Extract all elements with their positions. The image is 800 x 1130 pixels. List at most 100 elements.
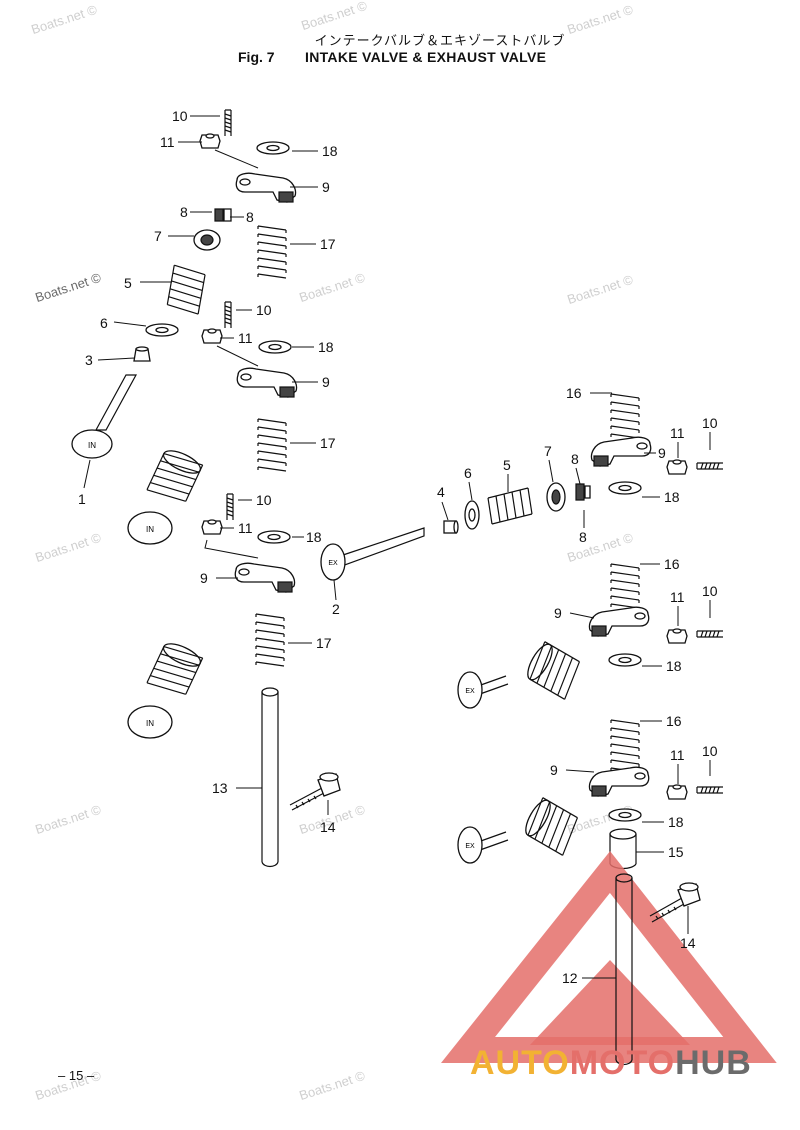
valve-spring (255, 609, 285, 671)
callout-10: 10 (256, 492, 272, 508)
callout-17: 17 (320, 236, 336, 252)
valve-stamp: EX (465, 843, 475, 850)
push-rod (615, 873, 633, 1066)
callout-10: 10 (702, 743, 718, 759)
leader-lines (83, 115, 711, 979)
callout-3: 3 (85, 352, 93, 368)
callout-14: 14 (680, 935, 696, 951)
stud-bolt (224, 109, 232, 137)
callout-labels: 10 11 18 9 8 8 7 17 5 6 3 1 10 11 18 9 1… (78, 108, 718, 986)
callout-5: 5 (503, 457, 511, 473)
exhaust-valve-head (320, 543, 346, 581)
rocker-arm (235, 172, 297, 203)
washer (608, 481, 642, 495)
valve-spring (257, 414, 287, 476)
title-japanese: インテークバルブ＆エキゾーストバルブ (314, 34, 566, 49)
stud-bolt (224, 301, 232, 329)
intake-spring-assembly (146, 638, 205, 701)
valve-stamp: IN (88, 441, 96, 450)
washer (258, 340, 292, 354)
callout-8: 8 (180, 204, 188, 220)
intake-valve-head (127, 705, 173, 739)
logo-part-hub: HUB (675, 1044, 752, 1082)
automotohub-logo: AUTOMOTOHUB (470, 1044, 752, 1083)
callout-18: 18 (318, 339, 334, 355)
callout-9: 9 (200, 570, 208, 586)
exhaust-valve-head (457, 826, 483, 864)
valve-spring (166, 264, 206, 315)
flange-bolt (649, 882, 701, 923)
stud-bolt (696, 462, 724, 470)
callout-10: 10 (702, 583, 718, 599)
callout-18: 18 (666, 658, 682, 674)
callout-8: 8 (246, 209, 254, 225)
callout-16: 16 (664, 556, 680, 572)
adjusting-nut (199, 133, 221, 149)
valve-lifter (609, 828, 637, 870)
figure-number: Fig. 7 (238, 49, 275, 65)
washer (256, 141, 290, 155)
adjusting-nut (666, 784, 688, 800)
valve-stamp: EX (328, 560, 338, 567)
callout-17: 17 (316, 635, 332, 651)
valve-stem (94, 374, 138, 431)
washer (257, 530, 291, 544)
logo-part-moto: MOTO (569, 1044, 676, 1082)
rocker-arm (590, 436, 652, 467)
valve-collet (575, 483, 591, 501)
callout-14: 14 (320, 819, 336, 835)
callout-10: 10 (172, 108, 188, 124)
callout-7: 7 (154, 228, 162, 244)
callout-9: 9 (550, 762, 558, 778)
adjusting-nut (201, 328, 223, 344)
valve-stem (339, 527, 425, 567)
callout-11: 11 (670, 747, 685, 763)
valve-stamp: IN (146, 525, 154, 534)
callout-9: 9 (322, 374, 330, 390)
callout-9: 9 (554, 605, 562, 621)
callout-9: 9 (322, 179, 330, 195)
intake-spring-assembly (146, 445, 205, 508)
intake-valve-head (71, 429, 113, 459)
valve-spring (487, 487, 533, 525)
valve-stamp: EX (465, 688, 475, 695)
callout-18: 18 (664, 489, 680, 505)
page-number: – 15 – (58, 1068, 95, 1083)
callout-18: 18 (668, 814, 684, 830)
adjusting-nut (666, 628, 688, 644)
callout-11: 11 (670, 425, 685, 441)
callout-10: 10 (702, 415, 718, 431)
page-title: INTAKE VALVE & EXHAUST VALVE (305, 49, 547, 65)
callout-11: 11 (670, 589, 685, 605)
exhaust-spring-assembly (520, 796, 584, 856)
callout-11: 11 (160, 134, 175, 150)
callout-11: 11 (238, 330, 253, 346)
valve-stamp: IN (146, 719, 154, 728)
rocker-arm (588, 606, 650, 637)
stud-bolt (696, 786, 724, 794)
adjusting-nut (666, 459, 688, 475)
stud-bolt (226, 493, 234, 521)
spring-retainer (193, 229, 221, 251)
washer (608, 653, 642, 667)
logo-part-auto: AUTO (470, 1044, 570, 1082)
callout-2: 2 (332, 601, 340, 617)
valve-cotter (133, 346, 151, 362)
callout-16: 16 (666, 713, 682, 729)
exhaust-spring-assembly (522, 640, 586, 700)
valve-cotter (443, 520, 459, 534)
callout-4: 4 (437, 484, 445, 500)
callout-6: 6 (464, 465, 472, 481)
intake-valve-head (127, 511, 173, 545)
callout-15: 15 (668, 844, 684, 860)
flange-bolt (289, 772, 341, 811)
callout-5: 5 (124, 275, 132, 291)
automotohub-logo-mark (440, 851, 777, 1063)
valve-collet (214, 208, 232, 222)
callout-10: 10 (256, 302, 272, 318)
callout-7: 7 (544, 443, 552, 459)
callout-8: 8 (579, 529, 587, 545)
callout-11: 11 (238, 520, 253, 536)
